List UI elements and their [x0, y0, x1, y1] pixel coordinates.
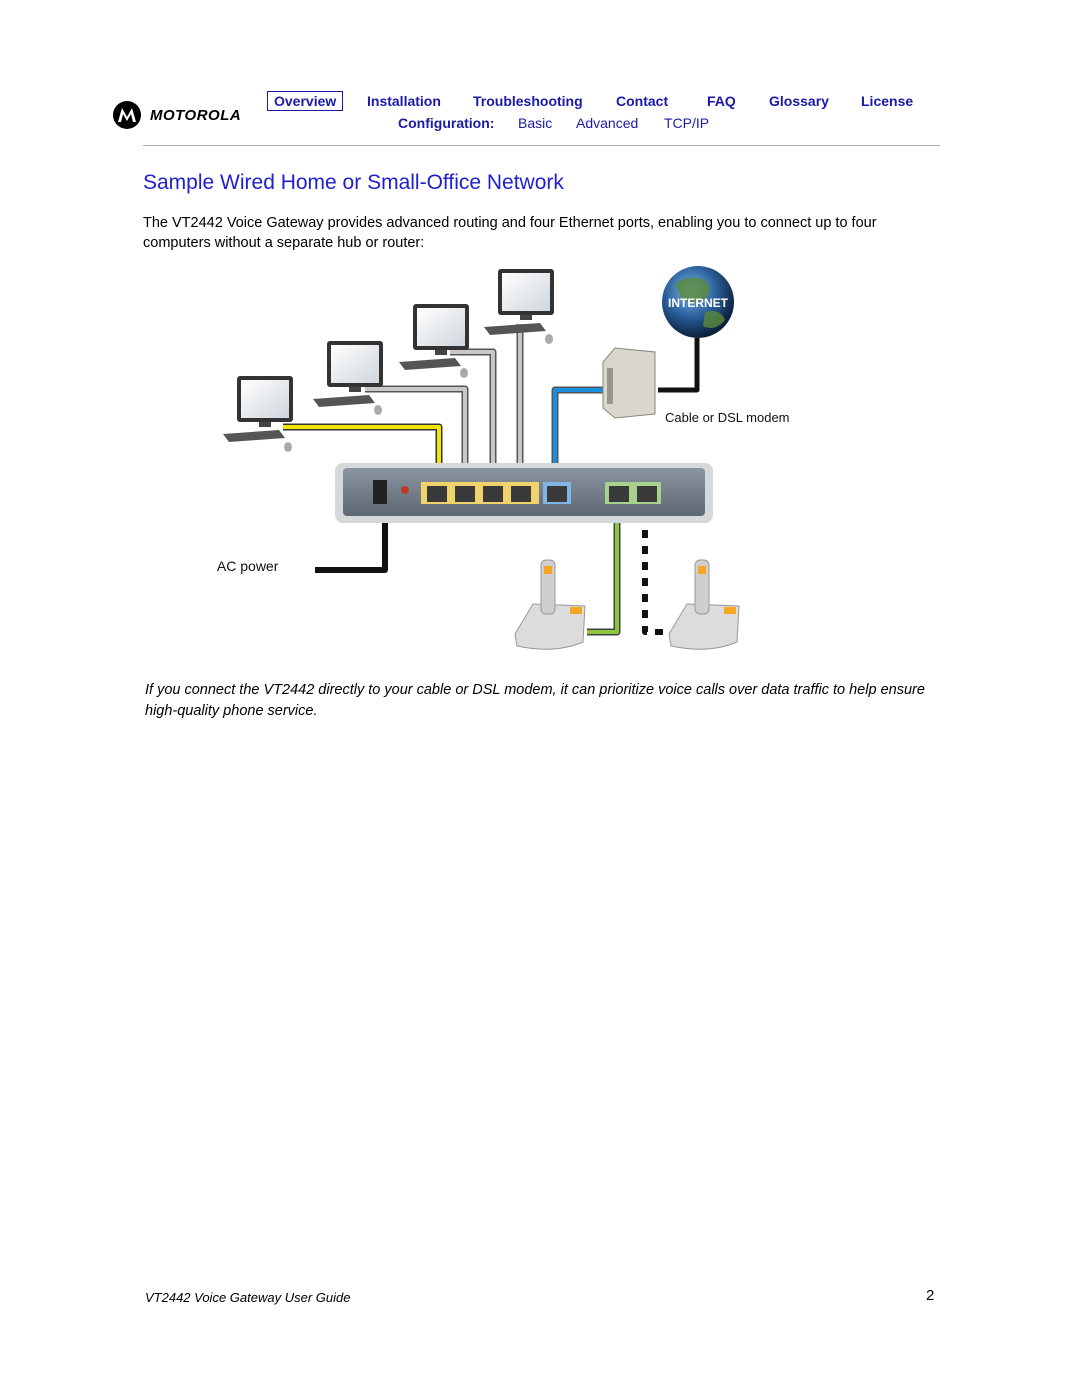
- page-title: Sample Wired Home or Small-Office Networ…: [143, 171, 564, 194]
- modem-label: Cable or DSL modem: [665, 410, 790, 425]
- phone-port-1: [609, 486, 629, 502]
- brand-name: MOTOROLA: [150, 106, 242, 124]
- internet-port: [547, 486, 567, 502]
- cordless-phone-icon: [668, 559, 740, 650]
- cable-modem-icon: [602, 347, 656, 419]
- computer-icon: [484, 269, 554, 344]
- ethernet-port-2: [455, 486, 475, 502]
- computer-icon: [399, 304, 469, 378]
- nav-contact[interactable]: Contact: [616, 93, 669, 109]
- nav-faq[interactable]: FAQ: [707, 93, 736, 109]
- nav-license[interactable]: License: [861, 93, 914, 109]
- ethernet-port-1: [427, 486, 447, 502]
- network-diagram: INTERNET Cable or DSL modem To AC power: [215, 266, 790, 650]
- power-port: [373, 480, 387, 504]
- nav-glossary[interactable]: Glossary: [769, 93, 829, 109]
- motorola-logo: MOTOROLA: [112, 100, 241, 130]
- intro-paragraph: The VT2442 Voice Gateway provides advanc…: [143, 215, 877, 251]
- nav-overview[interactable]: Overview: [267, 91, 344, 111]
- diagram-caption: If you connect the VT2442 directly to yo…: [145, 682, 925, 719]
- motorola-batwing-icon: [113, 101, 141, 129]
- footer-title: VT2442 Voice Gateway User Guide: [145, 1290, 351, 1305]
- ethernet-port-3: [483, 486, 503, 502]
- voice-gateway-device: [335, 463, 713, 523]
- page-number: 2: [926, 1287, 935, 1304]
- ac-power-label: To AC power: [215, 558, 279, 574]
- header-divider: [143, 145, 940, 146]
- config-label: Configuration:: [398, 115, 495, 131]
- reset-button: [401, 486, 409, 494]
- nav-installation[interactable]: Installation: [367, 93, 441, 109]
- computer-icon: [313, 341, 383, 415]
- ethernet-port-4: [511, 486, 531, 502]
- config-basic-link[interactable]: Basic: [518, 115, 553, 131]
- computer-icon: [223, 376, 293, 452]
- cordless-phone-icon: [514, 559, 586, 650]
- phone-port-2: [637, 486, 657, 502]
- config-advanced-link[interactable]: Advanced: [576, 115, 639, 131]
- config-tcpip-link[interactable]: TCP/IP: [664, 115, 710, 131]
- internet-globe-icon: INTERNET: [662, 266, 734, 338]
- internet-label: INTERNET: [668, 296, 729, 310]
- nav-troubleshooting[interactable]: Troubleshooting: [473, 93, 583, 109]
